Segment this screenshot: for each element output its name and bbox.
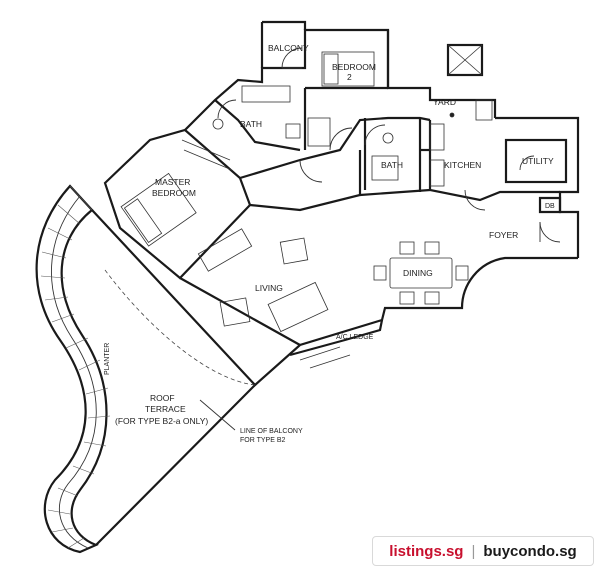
label-planter: PLANTER (104, 343, 111, 375)
furniture (120, 44, 493, 333)
label-ac-ledge: A/C LEDGE (336, 334, 374, 341)
label-bedroom2-line1: BEDROOM (332, 62, 376, 72)
label-yard: YARD (433, 97, 456, 107)
label-db: DB (545, 203, 555, 210)
label-utility: UTILITY (522, 156, 554, 166)
label-balcony: BALCONY (268, 43, 309, 53)
label-living: LIVING (255, 283, 283, 293)
watermark-badge: listings.sg | buycondo.sg (372, 536, 594, 566)
label-kitchen: KITCHEN (444, 160, 481, 170)
terrace-edge (91, 209, 257, 546)
label-bath-left: BATH (240, 119, 262, 129)
watermark-site-b: buycondo.sg (483, 542, 577, 560)
inner-partitions (214, 86, 562, 214)
outer-walls (103, 20, 580, 386)
label-roof-line3: (FOR TYPE B2-a ONLY) (115, 416, 208, 426)
label-balcony-note-line2: FOR TYPE B2 (240, 437, 285, 444)
label-dining: DINING (403, 268, 433, 278)
label-master-line2: BEDROOM (152, 188, 196, 198)
label-roof-line2: TERRACE (145, 404, 186, 414)
label-bedroom2-line2: 2 (347, 72, 352, 82)
room-labels: BALCONY BEDROOM 2 YARD BATH BATH KITCHEN… (104, 43, 555, 444)
label-foyer: FOYER (489, 230, 518, 240)
watermark-separator: | (471, 542, 476, 560)
door-swings (217, 47, 561, 243)
label-master-line1: MASTER (155, 177, 190, 187)
label-roof-line1: ROOF (150, 393, 175, 403)
watermark-site-a: listings.sg (389, 542, 464, 560)
label-bath-right: BATH (381, 160, 403, 170)
label-balcony-note-line1: LINE OF BALCONY (240, 428, 303, 435)
balcony-line (104, 269, 256, 386)
planter-curve (35, 184, 111, 554)
